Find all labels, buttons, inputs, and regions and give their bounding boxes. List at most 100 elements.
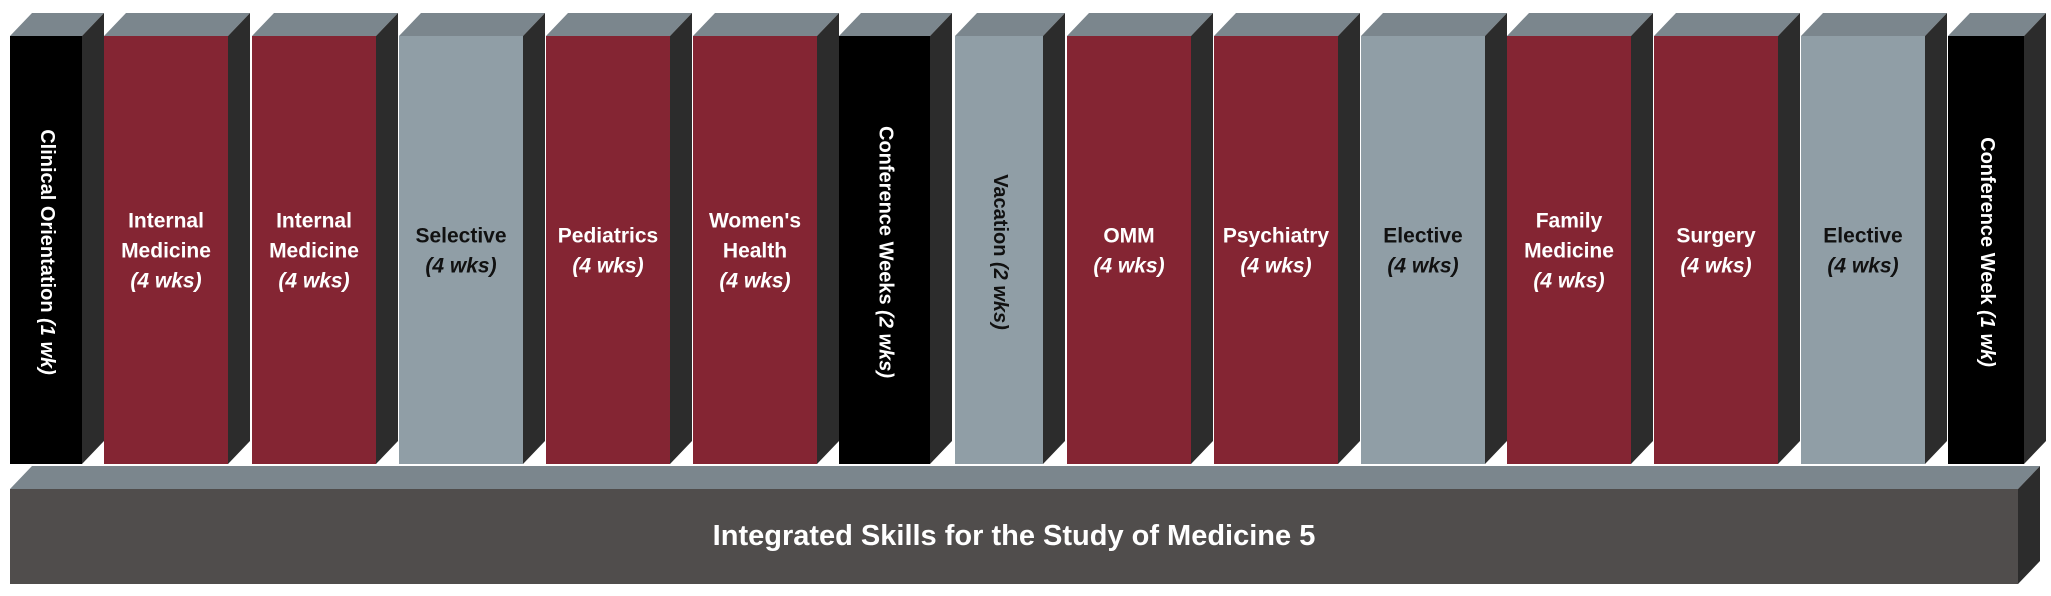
block-selective: Selective (4 wks) xyxy=(399,13,545,464)
block-conference-weeks: Conference Weeks (2 wks) xyxy=(839,13,952,464)
block-front-face xyxy=(1507,36,1631,464)
block-top-face xyxy=(1361,13,1507,36)
block-duration: (4 wks) xyxy=(278,270,349,293)
block-title: Health xyxy=(723,240,787,263)
block-top-face xyxy=(1654,13,1800,36)
block-label: Vacation (2 wks) xyxy=(989,174,1011,330)
block-front-face xyxy=(1214,36,1338,464)
block-title: Pediatrics xyxy=(558,225,658,248)
block-vacation: Vacation (2 wks) xyxy=(955,13,1065,464)
block-title: Selective xyxy=(415,225,506,248)
block-conference-week: Conference Week (1 wk) xyxy=(1948,13,2046,464)
block-top-face xyxy=(399,13,545,36)
block-title: OMM xyxy=(1103,225,1154,248)
block-elective-2: Elective (4 wks) xyxy=(1801,13,1947,464)
block-front-face xyxy=(1361,36,1485,464)
block-title: Vacation xyxy=(989,174,1011,262)
block-side-face xyxy=(817,13,839,464)
block-side-face xyxy=(1925,13,1947,464)
base-block-side xyxy=(2018,466,2040,584)
block-psychiatry: Psychiatry (4 wks) xyxy=(1214,13,1360,464)
block-pediatrics: Pediatrics (4 wks) xyxy=(546,13,692,464)
block-side-face xyxy=(1631,13,1653,464)
base-block: Integrated Skills for the Study of Medic… xyxy=(10,466,2040,584)
block-duration: (4 wks) xyxy=(1827,255,1898,278)
block-title: Elective xyxy=(1823,225,1902,248)
block-top-face xyxy=(10,13,104,36)
block-duration: (4 wks) xyxy=(1680,255,1751,278)
block-top-face xyxy=(1507,13,1653,36)
base-block-top xyxy=(10,466,2040,489)
block-front-face xyxy=(1067,36,1191,464)
block-side-face xyxy=(1043,13,1065,464)
block-front-face xyxy=(955,36,1043,464)
block-duration: (2 wks) xyxy=(989,262,1011,330)
block-top-face xyxy=(1214,13,1360,36)
block-label: Conference Weeks (2 wks) xyxy=(874,126,896,378)
block-front-face xyxy=(1948,36,2024,464)
block-duration: (4 wks) xyxy=(1093,255,1164,278)
block-front-face xyxy=(10,36,82,464)
base-label: Integrated Skills for the Study of Medic… xyxy=(713,520,1316,552)
block-side-face xyxy=(1338,13,1360,464)
block-top-face xyxy=(104,13,250,36)
block-front-face xyxy=(104,36,228,464)
block-side-face xyxy=(1778,13,1800,464)
block-top-face xyxy=(955,13,1065,36)
block-side-face xyxy=(930,13,952,464)
block-duration: (1 wk) xyxy=(1976,310,1998,367)
block-title: Medicine xyxy=(1524,240,1614,263)
block-title: Conference Weeks xyxy=(874,126,896,310)
block-top-face xyxy=(546,13,692,36)
block-title: Medicine xyxy=(269,240,359,263)
block-label: Conference Week (1 wk) xyxy=(1976,137,1998,367)
block-front-face xyxy=(693,36,817,464)
block-duration: (4 wks) xyxy=(1240,255,1311,278)
block-title: Women's xyxy=(709,210,801,233)
block-front-face xyxy=(1654,36,1778,464)
block-title: Internal xyxy=(128,210,204,233)
block-top-face xyxy=(1948,13,2046,36)
block-duration: (4 wks) xyxy=(572,255,643,278)
block-side-face xyxy=(1485,13,1507,464)
block-surgery: Surgery (4 wks) xyxy=(1654,13,1800,464)
block-title: Family xyxy=(1536,210,1603,233)
block-duration: (4 wks) xyxy=(719,270,790,293)
block-side-face xyxy=(523,13,545,464)
block-front-face xyxy=(546,36,670,464)
block-title: Psychiatry xyxy=(1223,225,1330,248)
block-duration: (4 wks) xyxy=(130,270,201,293)
block-duration: (4 wks) xyxy=(425,255,496,278)
block-title: Conference Week xyxy=(1976,137,1998,310)
block-side-face xyxy=(670,13,692,464)
block-side-face xyxy=(228,13,250,464)
block-front-face xyxy=(399,36,523,464)
block-side-face xyxy=(82,13,104,464)
rotation-blocks: Clinical Orientation (1 wk) InternalMedic… xyxy=(10,13,2046,464)
block-side-face xyxy=(2024,13,2046,464)
block-title: Internal xyxy=(276,210,352,233)
block-top-face xyxy=(1067,13,1213,36)
block-side-face xyxy=(1191,13,1213,464)
block-duration: (4 wks) xyxy=(1533,270,1604,293)
block-top-face xyxy=(1801,13,1947,36)
block-side-face xyxy=(376,13,398,464)
block-top-face xyxy=(839,13,952,36)
base-block-front xyxy=(10,489,2018,584)
block-clinical-orientation: Clinical Orientation (1 wk) xyxy=(10,13,104,464)
block-duration: (4 wks) xyxy=(1387,255,1458,278)
block-title: Clinical Orientation xyxy=(36,129,58,318)
block-title: Elective xyxy=(1383,225,1462,248)
block-duration: (2 wks) xyxy=(874,310,896,378)
block-front-face xyxy=(1801,36,1925,464)
block-top-face xyxy=(252,13,398,36)
block-label: Clinical Orientation (1 wk) xyxy=(36,129,58,375)
block-front-face xyxy=(252,36,376,464)
block-omm: OMM (4 wks) xyxy=(1067,13,1213,464)
block-title: Surgery xyxy=(1676,225,1756,248)
block-elective-1: Elective (4 wks) xyxy=(1361,13,1507,464)
